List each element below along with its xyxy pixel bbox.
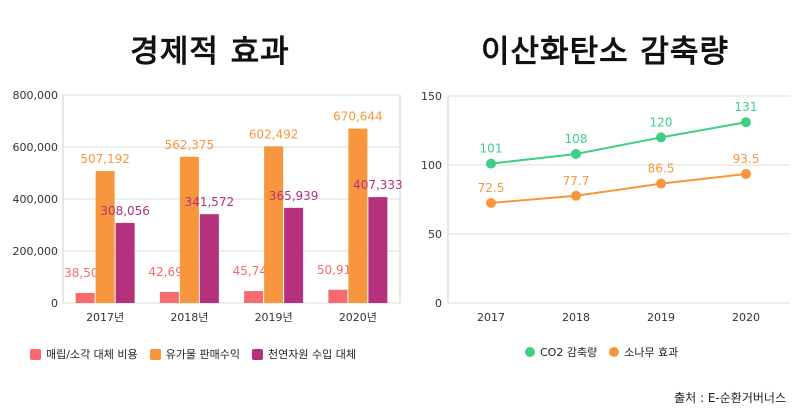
data-label: 407,333 bbox=[353, 178, 403, 192]
legend-item-recyclables: 유가물 판매수익 bbox=[149, 346, 241, 362]
bar bbox=[244, 291, 264, 303]
x-tick-label: 2019 bbox=[647, 311, 675, 324]
y-tick-label: 200,000 bbox=[13, 245, 59, 258]
data-label: 108 bbox=[565, 132, 588, 146]
legend-swatch-landfill bbox=[30, 348, 41, 360]
data-label: 93.5 bbox=[733, 152, 760, 166]
data-label: 365,939 bbox=[269, 189, 319, 203]
data-label: 86.5 bbox=[648, 162, 675, 176]
legend-dot-pine bbox=[609, 347, 620, 357]
bar bbox=[75, 292, 95, 303]
data-point bbox=[741, 168, 751, 179]
y-tick-label: 600,000 bbox=[13, 141, 59, 154]
data-label: 308,056 bbox=[100, 204, 150, 218]
y-tick-label: 400,000 bbox=[13, 193, 59, 206]
data-point bbox=[486, 158, 496, 169]
data-point bbox=[656, 178, 666, 189]
bar bbox=[199, 214, 219, 303]
x-tick-label: 2017 bbox=[477, 311, 505, 324]
x-tick-label: 2017년 bbox=[86, 311, 124, 324]
bar bbox=[328, 289, 348, 303]
data-label: 131 bbox=[735, 100, 758, 114]
data-point bbox=[486, 197, 496, 208]
y-tick-label: 800,000 bbox=[13, 89, 59, 102]
legend-label-pine: 소나무 효과 bbox=[624, 346, 679, 359]
data-label: 670,644 bbox=[333, 110, 383, 124]
right-chart-title: 이산화탄소 감축량 bbox=[481, 34, 729, 70]
legend-item-landfill: 매립/소각 대체 비용 bbox=[30, 346, 138, 362]
data-label: 77.7 bbox=[563, 174, 590, 188]
bar bbox=[179, 156, 199, 303]
x-tick-label: 2018 bbox=[562, 311, 590, 324]
bar bbox=[348, 128, 368, 303]
y-tick-label: 0 bbox=[435, 297, 442, 310]
data-point bbox=[656, 132, 666, 143]
data-point bbox=[741, 117, 751, 128]
left-chart-title: 경제적 효과 bbox=[130, 34, 290, 70]
data-point bbox=[571, 190, 581, 201]
legend-item-co2: CO2 감축량 bbox=[525, 344, 597, 360]
legend-label-co2: CO2 감축량 bbox=[540, 346, 598, 359]
x-tick-label: 2019년 bbox=[255, 311, 293, 324]
bar bbox=[115, 222, 135, 303]
data-label: 507,192 bbox=[80, 152, 130, 166]
x-tick-label: 2020 bbox=[732, 311, 760, 324]
data-label: 120 bbox=[650, 115, 673, 129]
y-tick-label: 150 bbox=[421, 90, 442, 103]
legend-label-landfill: 매립/소각 대체 비용 bbox=[46, 348, 138, 361]
legend-swatch-resources bbox=[252, 348, 264, 360]
bar-chart-legend: 매립/소각 대체 비용 유가물 판매수익 천연자원 수입 대체 bbox=[30, 346, 356, 362]
series-line bbox=[490, 172, 747, 204]
data-label: 562,375 bbox=[165, 138, 215, 152]
data-label: 72.5 bbox=[478, 181, 505, 195]
bar bbox=[159, 291, 179, 303]
legend-item-pine: 소나무 효과 bbox=[609, 344, 678, 360]
x-tick-label: 2020년 bbox=[339, 311, 377, 324]
data-label: 101 bbox=[480, 142, 503, 156]
line-chart-legend: CO2 감축량 소나무 효과 bbox=[525, 344, 678, 360]
legend-item-resources: 천연자원 수입 대체 bbox=[252, 346, 356, 362]
x-tick-label: 2018년 bbox=[170, 311, 208, 324]
data-label: 602,492 bbox=[249, 127, 299, 141]
legend-dot-co2 bbox=[525, 347, 535, 357]
legend-swatch-recyclables bbox=[149, 348, 161, 360]
legend-label-resources: 천연자원 수입 대체 bbox=[268, 348, 356, 361]
data-point bbox=[571, 148, 581, 159]
source-note: 출처 : E-순환거버너스 bbox=[674, 391, 786, 405]
bar bbox=[95, 171, 115, 303]
y-tick-label: 100 bbox=[421, 159, 442, 172]
bar bbox=[368, 197, 388, 303]
legend-label-recyclables: 유가물 판매수익 bbox=[165, 348, 241, 361]
y-tick-label: 50 bbox=[428, 228, 442, 241]
y-tick-label: 0 bbox=[51, 297, 58, 310]
bar bbox=[264, 146, 284, 303]
series-line bbox=[490, 121, 747, 165]
bar bbox=[284, 207, 304, 303]
data-label: 341,572 bbox=[185, 195, 235, 209]
